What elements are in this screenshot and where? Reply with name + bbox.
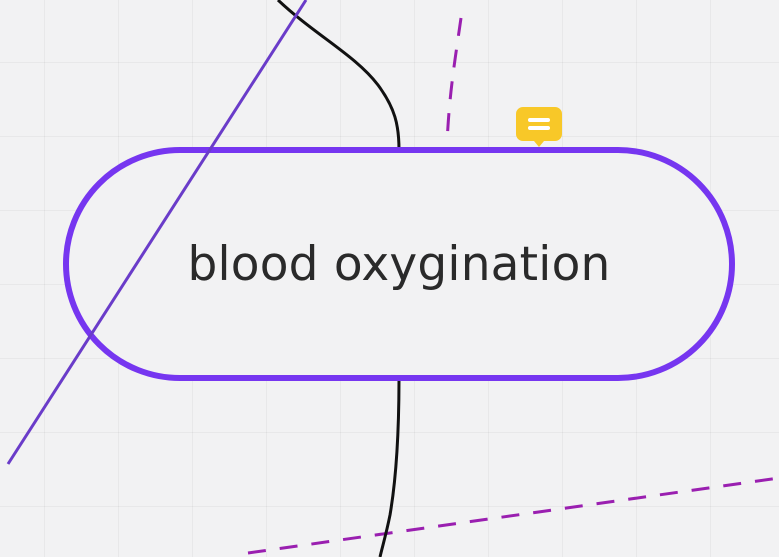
comment-badge[interactable] [516,107,562,153]
black-connector-bottom[interactable] [378,377,401,557]
dashed-connector-top[interactable] [445,17,463,146]
comment-icon[interactable] [516,107,562,153]
node-shape[interactable] [63,147,735,381]
diagonal-purple-line[interactable] [6,0,308,465]
black-connector-top[interactable] [276,0,401,151]
dashed-connector-bottom[interactable] [247,476,779,555]
